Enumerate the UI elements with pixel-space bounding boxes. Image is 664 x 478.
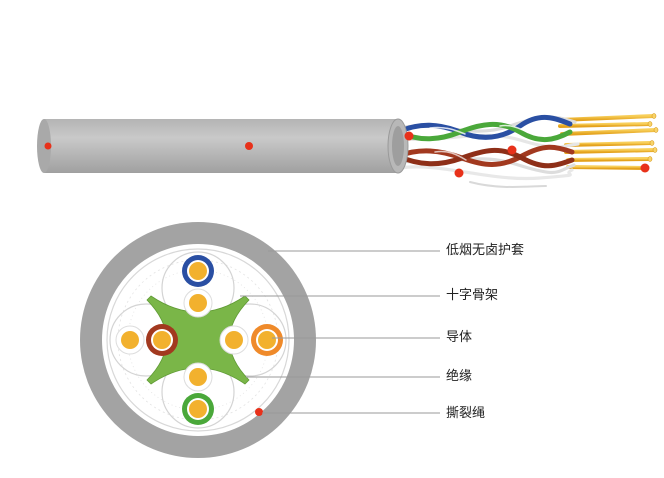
marker-dot <box>454 168 464 178</box>
conductor-right-orange <box>251 324 283 356</box>
label-ripcord: 撕裂绳 <box>446 406 486 421</box>
cable-jacket <box>44 119 398 173</box>
conductor-bottom-white <box>183 362 213 392</box>
exposed-conductors <box>558 114 658 170</box>
side-markers <box>44 131 650 178</box>
conductor-left-brown <box>146 324 178 356</box>
cable-side-view <box>37 113 659 188</box>
marker-dot <box>640 163 650 173</box>
label-conductor: 导体 <box>446 330 473 345</box>
twisted-pair-blue-green <box>395 115 573 142</box>
conductor-left-white <box>115 325 145 355</box>
twisted-pair-brown <box>395 144 575 169</box>
conductor-right-white <box>219 325 249 355</box>
conductor-bottom-green <box>182 393 214 425</box>
leader-lines <box>240 250 440 414</box>
label-insulation: 绝缘 <box>446 369 473 384</box>
marker-dot <box>404 131 414 141</box>
conductor-top-white <box>183 288 213 318</box>
cable-cross-section <box>80 222 316 458</box>
conductor-top-blue <box>182 255 214 287</box>
marker-dot <box>44 142 52 150</box>
marker-dot <box>245 142 253 150</box>
label-cross-filler: 十字骨架 <box>446 288 499 303</box>
conductor-ends <box>647 113 659 162</box>
cable-jacket-left-end <box>37 119 51 173</box>
ripcord-dot <box>255 408 263 416</box>
label-lszh-jacket: 低烟无卤护套 <box>446 243 525 258</box>
marker-dot <box>507 145 517 155</box>
